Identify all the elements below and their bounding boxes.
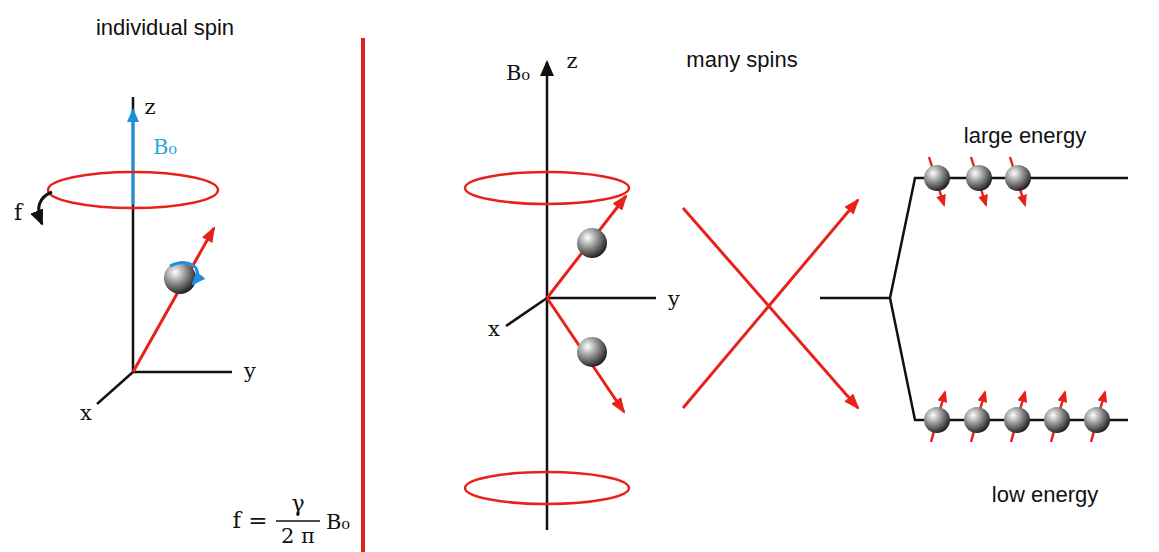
axis-label: z xyxy=(566,50,577,73)
high-energy-spins xyxy=(924,157,1031,205)
spin-vector xyxy=(547,298,624,412)
field-label: B₀ xyxy=(153,136,177,159)
panel-divider xyxy=(361,38,365,552)
fraction-bar xyxy=(276,520,320,522)
axis-label: x xyxy=(488,318,500,341)
energy-levels xyxy=(820,178,1128,420)
formula-part: B₀ xyxy=(326,511,350,534)
precession-ellipse xyxy=(465,172,629,204)
axes-left xyxy=(97,97,232,404)
precession-arrow xyxy=(39,192,52,224)
formula-part: f = xyxy=(232,508,267,533)
precession-ellipse xyxy=(465,472,629,504)
precession-ellipse xyxy=(48,172,218,208)
frequency-label: f xyxy=(14,201,22,225)
level-label: large energy xyxy=(964,124,1086,148)
spin-rotation-arrow xyxy=(170,262,197,284)
axis-label: y xyxy=(244,360,256,383)
transition-arrow xyxy=(683,200,858,408)
formula-part: γ xyxy=(291,492,304,516)
axis-label: y xyxy=(668,288,680,311)
spin-ball xyxy=(577,228,607,258)
field-arrow xyxy=(132,110,135,205)
spin-ball xyxy=(164,262,196,294)
spin-vector xyxy=(547,196,626,298)
axis-label: x xyxy=(80,402,92,425)
spin-vector xyxy=(133,228,214,372)
panel-heading: individual spin xyxy=(96,16,234,40)
panel-heading: many spins xyxy=(686,48,797,72)
axis-label: z xyxy=(144,96,155,119)
axes-right xyxy=(506,62,656,530)
level-label: low energy xyxy=(992,483,1098,507)
formula-part: 2 π xyxy=(281,526,315,549)
spin-ball xyxy=(577,337,607,367)
field-label: B₀ xyxy=(506,62,530,85)
low-energy-spins xyxy=(924,392,1110,442)
